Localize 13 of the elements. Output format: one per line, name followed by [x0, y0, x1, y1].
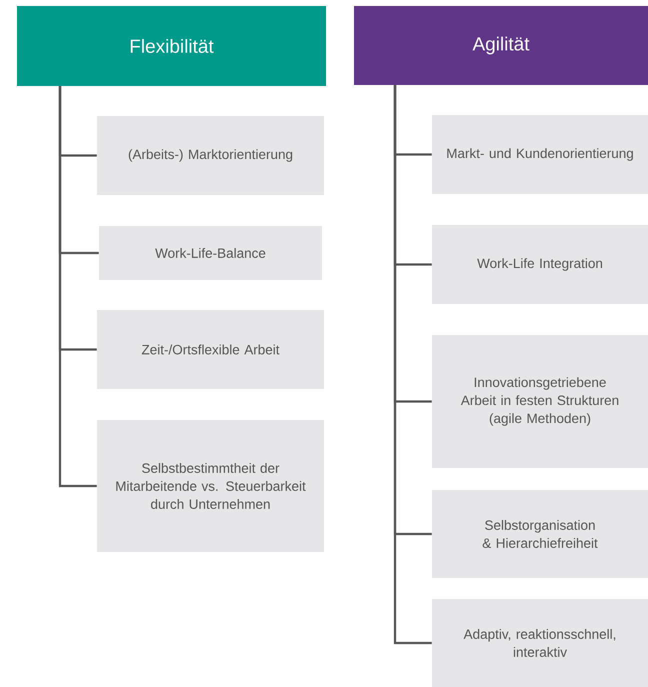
item-box: Selbstbestimmtheit der Mitarbeitende vs. Steuerbarkeit durch Unternehmen — [97, 420, 324, 552]
item-box: Adaptiv, reaktionsschnell, interaktiv — [432, 599, 648, 687]
header-box: Flexibilität — [17, 6, 326, 86]
item-box: (Arbeits-) Marktorientierung — [97, 116, 324, 195]
item-box: Zeit-/Ortsflexible Arbeit — [97, 310, 324, 389]
item-box: Selbstorganisation & Hierarchiefreiheit — [432, 490, 648, 578]
item-box: Markt- und Kundenorientierung — [432, 115, 648, 194]
item-box: Work-Life Integration — [432, 225, 648, 304]
item-box: Innovationsgetriebene Arbeit in festen Strukturen (agile Methoden) — [432, 335, 648, 468]
item-box: Work-Life-Balance — [99, 226, 322, 280]
connector-line — [394, 85, 432, 644]
connector-line — [58, 86, 97, 488]
header-box: Agilität — [354, 6, 648, 85]
